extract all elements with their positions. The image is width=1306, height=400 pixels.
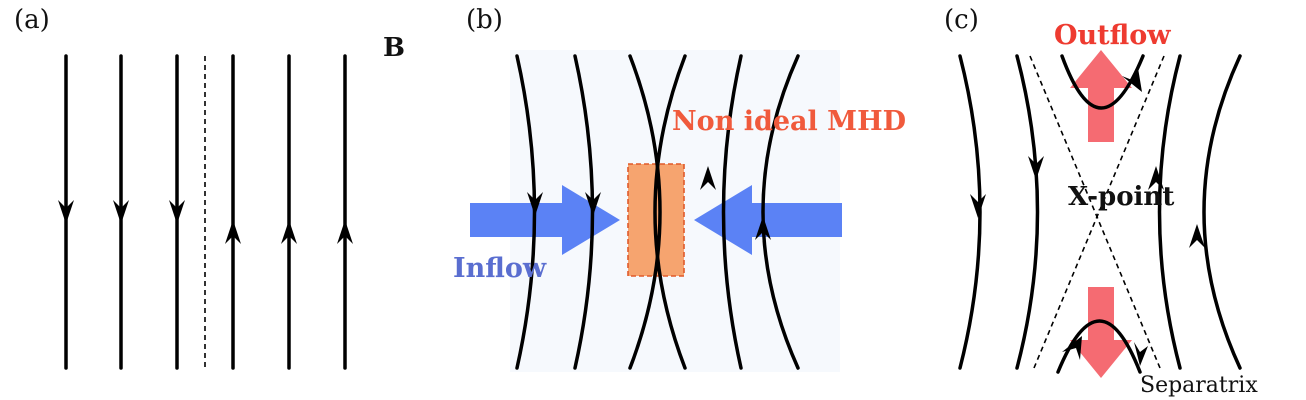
outflow-arrow-up bbox=[1070, 50, 1132, 142]
panel-a-label: (a) bbox=[14, 5, 50, 35]
x-point-label: X-point bbox=[1068, 182, 1174, 212]
arrow-up-b5 bbox=[700, 166, 716, 190]
field-line-c4 bbox=[1202, 54, 1242, 370]
outflow-label: Outflow bbox=[1054, 20, 1171, 51]
arrow-up-a4 bbox=[225, 220, 241, 244]
arrow-up-a6 bbox=[337, 220, 353, 244]
panel-c-label: (c) bbox=[944, 5, 979, 35]
field-line-b3 bbox=[628, 54, 662, 370]
arrow-up-b6 bbox=[755, 216, 771, 240]
field-lines-down bbox=[58, 54, 185, 370]
arrow-separatrix-pointer bbox=[1134, 342, 1148, 366]
field-line-c3 bbox=[1157, 54, 1182, 370]
separatrix-line-1 bbox=[1029, 55, 1161, 369]
panel-c: (c) Outflow X-point Separatrix bbox=[944, 5, 1258, 398]
inflow-arrow-right bbox=[694, 185, 842, 255]
arrow-down-a2 bbox=[113, 200, 129, 224]
arrow-down-c1 bbox=[970, 194, 986, 218]
inflow-arrow-left bbox=[470, 185, 620, 255]
arrow-up-c4 bbox=[1189, 224, 1205, 248]
field-line-c2 bbox=[1015, 54, 1040, 370]
panel-a: (a) B bbox=[14, 5, 405, 370]
field-symbol-label: B bbox=[383, 33, 405, 63]
separatrix-label: Separatrix bbox=[1140, 373, 1258, 398]
arrow-down-c2 bbox=[1028, 156, 1044, 180]
field-line-b5 bbox=[721, 54, 743, 370]
arrow-down-b1 bbox=[527, 192, 543, 216]
separatrix-line-2 bbox=[1033, 55, 1165, 369]
arrow-down-a1 bbox=[58, 200, 74, 224]
reconnected-loop-top bbox=[1060, 54, 1145, 110]
arrow-loop-bottom bbox=[1062, 336, 1082, 360]
arrow-up-a5 bbox=[281, 220, 297, 244]
arrow-down-a3 bbox=[169, 200, 185, 224]
arrow-loop-top bbox=[1122, 68, 1142, 92]
panel-b-label: (b) bbox=[466, 5, 503, 35]
field-line-b6 bbox=[761, 54, 800, 370]
panel-b: (b) Non ideal MHD Inflow bbox=[453, 5, 906, 372]
arrow-up-c3 bbox=[1148, 166, 1164, 190]
inflow-label: Inflow bbox=[453, 253, 547, 284]
field-line-b4 bbox=[653, 54, 687, 370]
field-lines-up bbox=[225, 54, 353, 370]
reconnected-loop-bottom bbox=[1056, 319, 1142, 374]
non-ideal-mhd-label: Non ideal MHD bbox=[672, 106, 906, 137]
outflow-arrow-down bbox=[1070, 287, 1132, 378]
arrow-down-b2 bbox=[585, 192, 601, 216]
